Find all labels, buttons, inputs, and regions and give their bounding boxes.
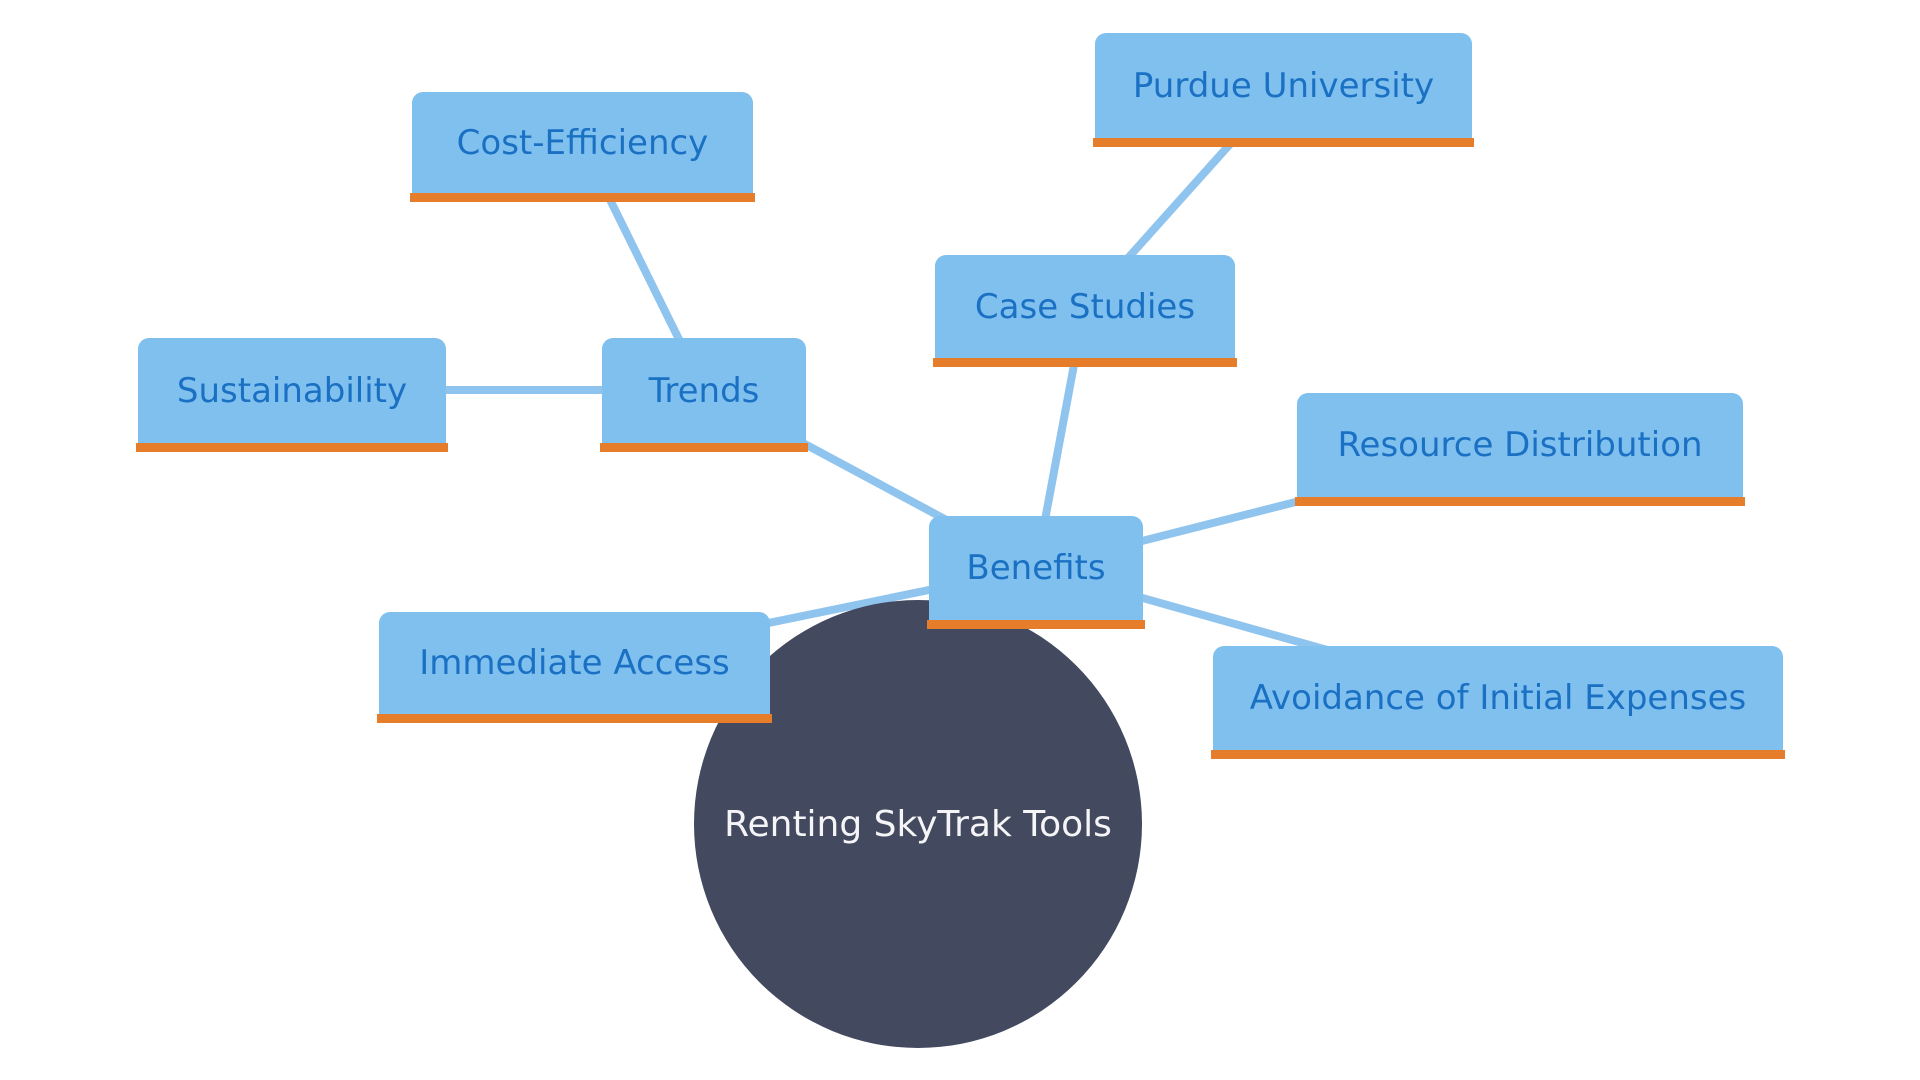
node-label: Trends (648, 370, 760, 411)
node-label: Case Studies (974, 286, 1196, 327)
node-label: Benefits (966, 548, 1106, 588)
node-label: Resource Distribution (1337, 425, 1703, 465)
node-label: Avoidance of Initial Expenses (1249, 678, 1747, 718)
node-label: Sustainability (176, 370, 408, 411)
node-cost-efficiency: Cost-Efficiency (410, 92, 755, 202)
node-purdue-university: Purdue University (1093, 33, 1474, 147)
node-label: Purdue University (1132, 65, 1435, 106)
node-resource-distribution: Resource Distribution (1295, 393, 1745, 506)
root-node-label: Renting SkyTrak Tools (724, 803, 1112, 845)
node-immediate-access: Immediate Access (377, 612, 772, 723)
node-avoidance-of-initial-expenses: Avoidance of Initial Expenses (1211, 646, 1785, 759)
node-trends: Trends (600, 338, 808, 452)
node-label: Immediate Access (419, 643, 730, 683)
node-benefits: Benefits (927, 516, 1145, 629)
node-label: Cost-Efficiency (456, 122, 709, 163)
node-case-studies: Case Studies (933, 255, 1237, 367)
node-sustainability: Sustainability (136, 338, 448, 452)
